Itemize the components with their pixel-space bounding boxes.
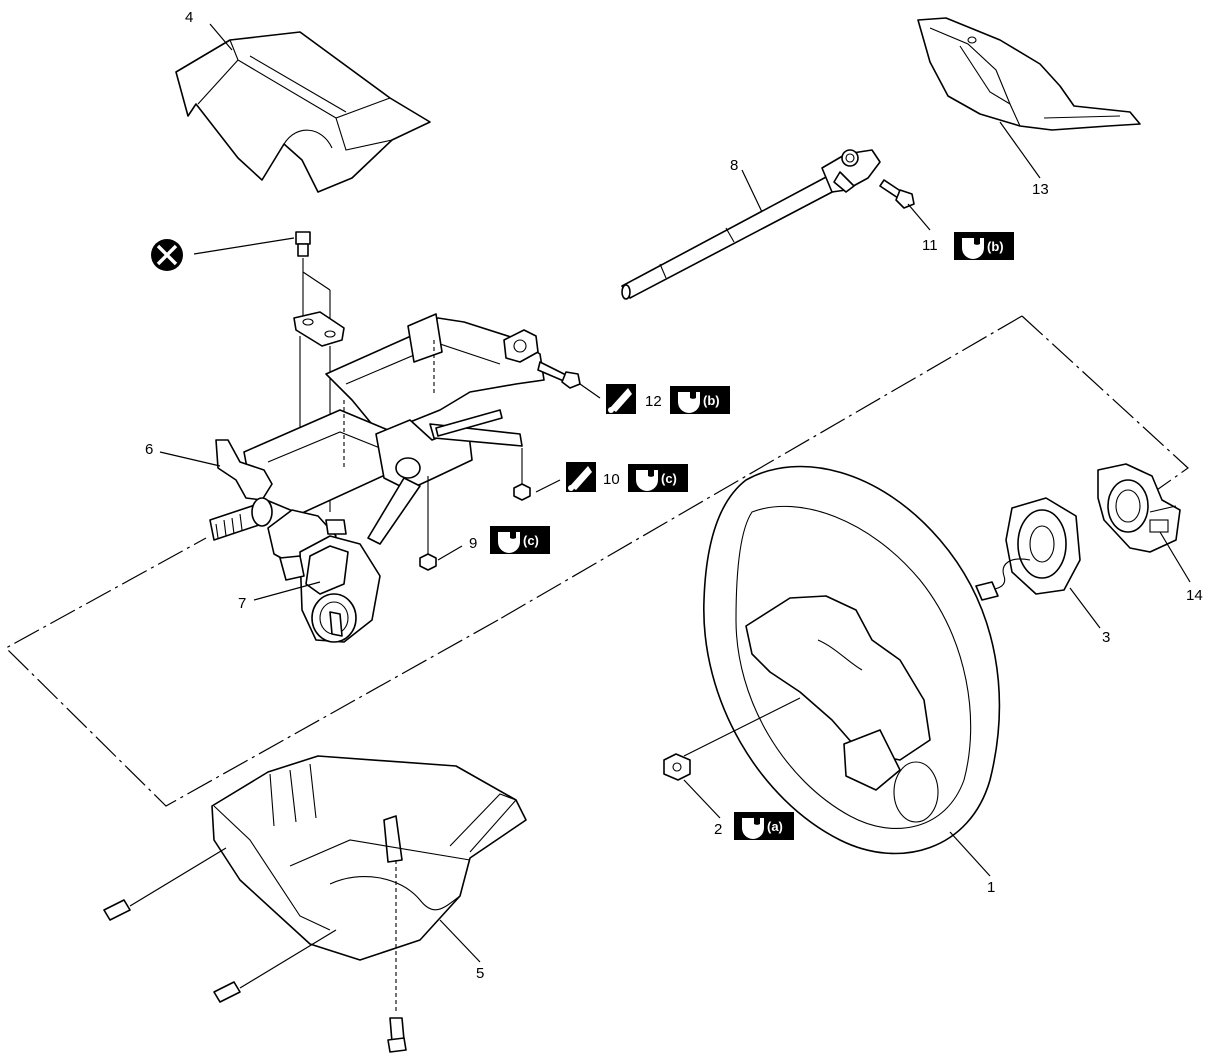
intermediate-shaft	[621, 149, 881, 300]
steering-lock-assembly	[267, 509, 381, 643]
nut-10	[513, 448, 531, 501]
column-bolt	[295, 231, 311, 257]
callout-13: 13	[1032, 181, 1049, 198]
torque-tag-2: (a)	[734, 812, 794, 840]
callout-2: 2	[714, 821, 722, 838]
torque-tag-12: (b)	[670, 386, 730, 414]
contact-coil	[975, 497, 1081, 601]
torque-tag-label: (c)	[523, 533, 539, 548]
lubricant-icon	[606, 384, 636, 414]
torque-tag-label: (a)	[767, 819, 783, 834]
bolt-12	[537, 361, 581, 389]
callout-1: 1	[987, 879, 995, 896]
torque-tag-9: (c)	[490, 526, 550, 554]
callout-14: 14	[1186, 587, 1203, 604]
tilt-bracket	[209, 439, 273, 541]
torque-wrench-icon	[678, 392, 700, 413]
callout-5: 5	[476, 965, 484, 982]
torque-tag-label: (b)	[703, 393, 720, 408]
torque-tag-11: (b)	[954, 232, 1014, 260]
column-clamp	[293, 311, 345, 347]
do-not-reuse-icon	[151, 239, 183, 271]
callout-3: 3	[1102, 629, 1110, 646]
callout-8: 8	[730, 157, 738, 174]
callout-9: 9	[469, 535, 477, 552]
callout-7: 7	[238, 595, 246, 612]
screw-lower-left	[213, 929, 337, 1003]
torque-tag-label: (c)	[661, 471, 677, 486]
callout-leaders	[159, 23, 1191, 963]
upper-column-cover	[175, 31, 431, 193]
torque-tag-10: (c)	[628, 464, 688, 492]
callout-10: 10	[603, 471, 620, 488]
steering-angle-sensor	[1097, 463, 1181, 553]
callout-4: 4	[185, 9, 193, 26]
torque-wrench-icon	[498, 532, 520, 553]
lower-column-cover	[211, 755, 527, 1014]
callout-numbers: 4 6 7 8 11 13 12 10 9 3 14 1 2 5	[145, 9, 1203, 982]
screw-left	[103, 847, 227, 921]
lubricant-icon	[566, 462, 596, 492]
screw-bottom	[387, 1017, 407, 1053]
callout-6: 6	[145, 441, 153, 458]
steering-wheel-nut	[663, 753, 691, 781]
nut-9	[419, 476, 437, 571]
torque-wrench-icon	[636, 470, 658, 491]
bolt-11	[879, 179, 915, 209]
shaft-boot-cover	[917, 17, 1141, 131]
callout-12: 12	[645, 393, 662, 410]
steering-wheel	[703, 465, 1001, 855]
steering-column	[243, 313, 545, 545]
callout-11: 11	[922, 237, 938, 254]
torque-wrench-icon	[742, 818, 764, 839]
torque-tag-label: (b)	[987, 239, 1004, 254]
torque-wrench-icon	[962, 238, 984, 259]
assembly-phantom-outline	[5, 315, 1189, 807]
